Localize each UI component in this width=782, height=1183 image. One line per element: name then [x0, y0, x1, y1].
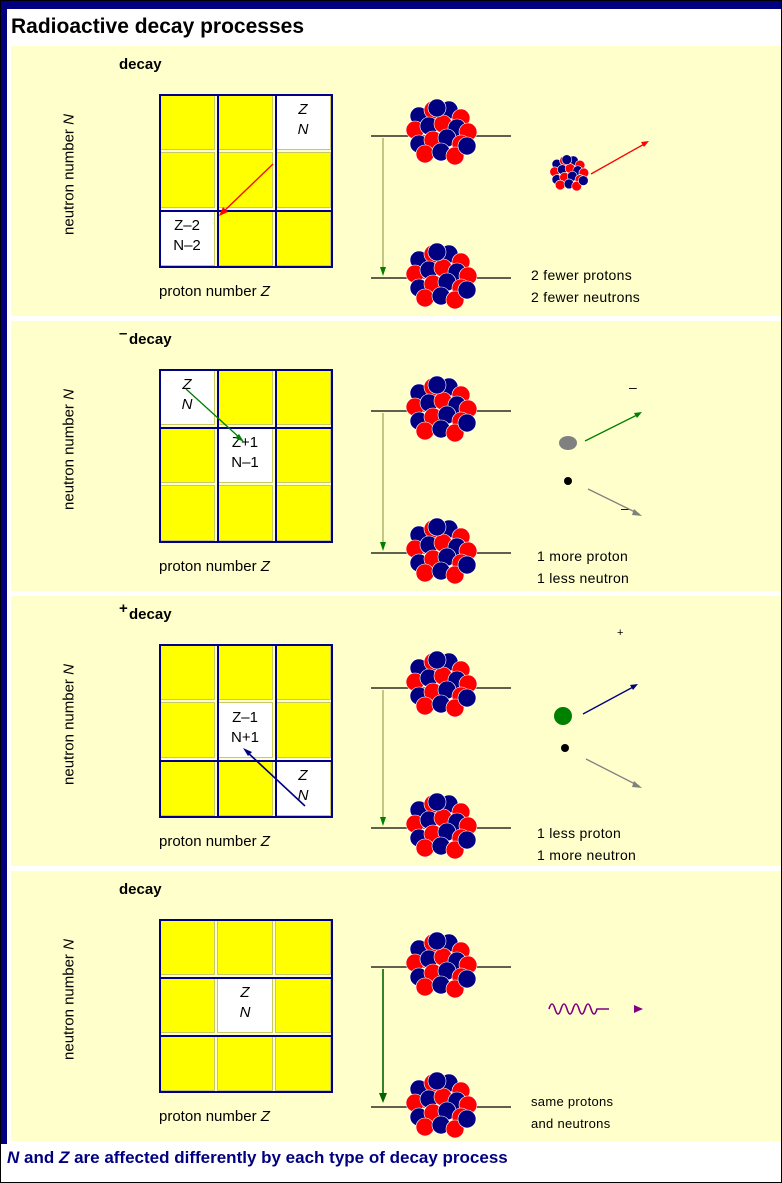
gamma-graphics [371, 931, 643, 1139]
left-border [1, 9, 7, 1144]
daughter-nucleus [405, 792, 478, 860]
particle-sup-1: – [629, 379, 638, 395]
panel-title: decay [119, 56, 162, 73]
x-axis-label: proton number Z [159, 1108, 270, 1125]
alpha-particle [549, 154, 590, 192]
parent-nucleus [405, 375, 478, 443]
beta-plus-graphics [243, 650, 642, 860]
top-border [1, 1, 781, 9]
x-axis-label: proton number Z [159, 558, 270, 575]
parent-nucleus [405, 650, 478, 718]
daughter-nucleus [405, 1071, 478, 1139]
x-axis-label: proton number Z [159, 833, 270, 850]
page-title: Radioactive decay processes [11, 15, 304, 38]
parent-nucleus [405, 931, 478, 999]
particle-sup-1: + [617, 627, 624, 639]
particle-sup-2: – [621, 500, 630, 516]
decay-sup: – [119, 325, 128, 342]
beta-minus-graphics [185, 375, 642, 585]
daughter-nucleus [405, 517, 478, 585]
panel-title: decay [119, 881, 162, 898]
footer-caption: N and Z are affected differently by each… [7, 1148, 508, 1167]
daughter-nucleus [405, 242, 478, 310]
decay-sup: + [119, 600, 128, 617]
parent-nucleus [405, 98, 478, 166]
panel-title: decay [129, 331, 172, 348]
alpha-graphics [219, 98, 649, 310]
panel-title: decay [129, 606, 172, 623]
x-axis-label: proton number Z [159, 283, 270, 300]
